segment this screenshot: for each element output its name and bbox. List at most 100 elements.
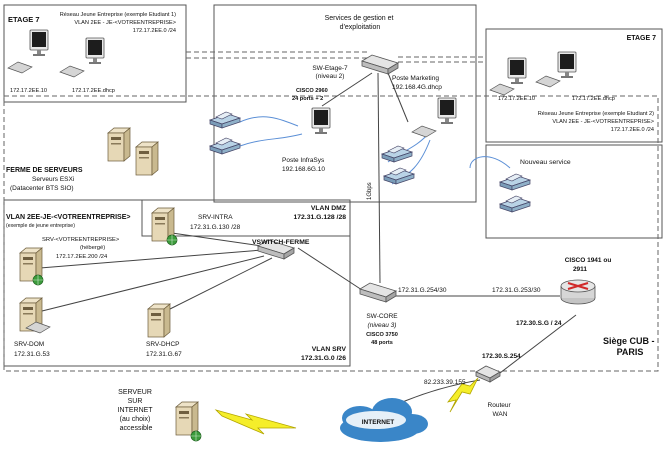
remote-server-label-line4: (au choix) [120,416,151,423]
remote-server-label-line2: SUR [128,398,143,405]
uplink-label: 1Gbps [367,182,373,200]
pc-icon[interactable] [557,51,577,79]
phone-icon[interactable] [499,195,531,213]
services-zone [213,4,477,203]
vlan-je-title: VLAN 2EE-JE-<VOTREENTREPRISE> [6,214,130,221]
sw-core-switch[interactable] [359,282,397,303]
keyboard-icon [7,61,33,74]
services-title-line1: Services de gestion et [325,15,394,22]
wan-router-name: Routeur WAN [488,402,513,418]
wireless-bolt-remote [214,409,297,435]
floor-right-zone [485,28,663,143]
remote-server-icon[interactable] [175,401,199,436]
globe-icon [190,430,202,442]
phone-cable-2 [239,133,303,147]
sw-etage-7-switch[interactable] [361,54,399,75]
pc-icon[interactable] [507,57,527,85]
link-vswitch-core [297,247,363,291]
floor-left-pc2-ip: 172.17.2EE.dhcp [72,88,115,94]
router-model-2: 2911 [573,266,587,273]
wan-router-icon[interactable] [475,365,501,383]
phone-icon[interactable] [499,173,531,191]
link-vswitch-intra [171,232,263,247]
srv-dhcp-name: SRV-DHCP [146,341,179,348]
floor-left-zone [3,4,187,103]
vlan-srv-title: VLAN SRV [312,346,347,353]
floor-left-vlan: VLAN 2EE - JE-<VOTREENTREPRISE> [74,20,176,26]
sw-etage-level: (niveau 2) [316,73,345,80]
keyboard-icon [411,125,437,138]
internet-cloud [340,398,428,442]
floor-left-title: ETAGE 7 [8,15,40,24]
marketing-name: Poste Marketing [392,75,439,82]
srv-hosted-note: (hébergé) [80,245,105,251]
floor-left-network: Réseau Jeune Entreprise (exemple Etudian… [60,12,176,18]
sw-core-model: CISCO 3750 [366,332,398,338]
link-vswitch-dhcp [155,257,273,317]
infrasys-ip: 192.168.6G.10 [282,166,325,173]
pc-icon[interactable] [29,29,49,57]
srv-dom-ip: 172.31.G.53 [14,351,50,358]
sw-etage-ports: 24 ports + 2 [292,96,323,102]
vlan-dmz-title: VLAN DMZ [311,205,346,212]
keyboard-icon [535,75,561,88]
new-service-title: Nouveau service [520,159,571,166]
srv-dom-name: SRV-DOM [14,341,44,348]
link-vswitch-dom [37,255,265,313]
floor-right-pc2-ip: 172.17.2EE.dhcp [572,96,615,102]
sw-core-ip: 172.31.G.254/30 [398,287,447,294]
farm-title: FERME DE SERVEURS [6,167,83,174]
sw-etage-model: CISCO 2960 [296,88,328,94]
srv-dhcp-ip: 172.31.G.67 [146,351,182,358]
server-farm-icon [107,127,159,176]
farm-line3: (Datacenter BTS SIO) [10,185,74,192]
farm-line2: Serveurs ESXi [32,176,74,183]
vlan-srv-subnet: 172.31.G.0 /26 [301,355,346,362]
router-model: CISCO 1941 ou [565,257,612,264]
keyboard-icon [489,83,515,96]
vswitch-name: VSWITCH-FERME [252,239,310,246]
site-zone [3,95,659,372]
floor-right-pc1-ip: 172.17.2EE.10 [498,96,535,102]
link-vswitch-hosted [39,249,263,269]
srv-hosted-ip: 172.17.2EE.200 /24 [56,254,108,260]
floor-right-network: Réseau Jeune Entreprise (exemple Etudian… [538,111,654,117]
remote-server-label-line5: accessible [120,425,153,432]
wan-router-ip: 172.30.S.254 [482,353,521,360]
remote-server-label: SERVEUR SUR INTERNET (au choix) accessib… [118,389,155,432]
srv-intra-ip: 172.31.G.130 /28 [190,224,241,231]
vlan-je-subtitle: (exemple de jeune entreprise) [6,223,75,229]
marketing-pc-icon[interactable] [437,97,457,125]
internet-label: INTERNET [362,419,395,426]
floor-right-title: ETAGE 7 [627,35,657,42]
infrasys-pc-icon[interactable] [311,107,331,135]
globe-icon [32,274,44,286]
srv-dhcp-icon[interactable] [147,303,171,338]
site-name-line2: PARIS [617,347,644,357]
router-ip-lan: 172.31.G.253/30 [492,287,541,294]
router-icon[interactable] [560,279,596,305]
phone-icon[interactable] [383,167,415,185]
globe-icon [166,234,178,246]
remote-server-label-line3: INTERNET [118,407,154,414]
wan-public-ip: 82.233.39.155 [424,379,466,386]
marketing-ip: 192.168.4G.dhcp [392,84,442,91]
wan-router-name-line1: Routeur [488,402,512,409]
floor-right-subnet: 172.17.2EE.0 /24 [611,127,654,133]
sw-core-name: SW-CORE [366,313,398,320]
phone-icon[interactable] [381,145,413,163]
floor-left-pc1-ip: 172.17.2EE.10 [10,88,47,94]
wireless-bolt-wan [446,377,479,413]
link-sw-infrasys [321,72,373,107]
sw-etage-name: SW-Etage-7 [312,65,348,72]
floor-left-subnet: 172.17.2EE.0 /24 [133,28,176,34]
vlan-tunnel-bottom [186,57,486,63]
link-router-wan [495,314,577,377]
pc-icon[interactable] [85,37,105,65]
srv-intra-name: SRV-INTRA [198,214,233,221]
services-title: Services de gestion et d'exploitation [325,15,396,31]
phone-cable-1 [239,116,299,127]
sw-core-level: (niveau 3) [368,322,397,329]
services-title-line2: d'exploitation [340,24,381,31]
router-ip-wan: 172.30.S.G / 24 [516,320,562,327]
